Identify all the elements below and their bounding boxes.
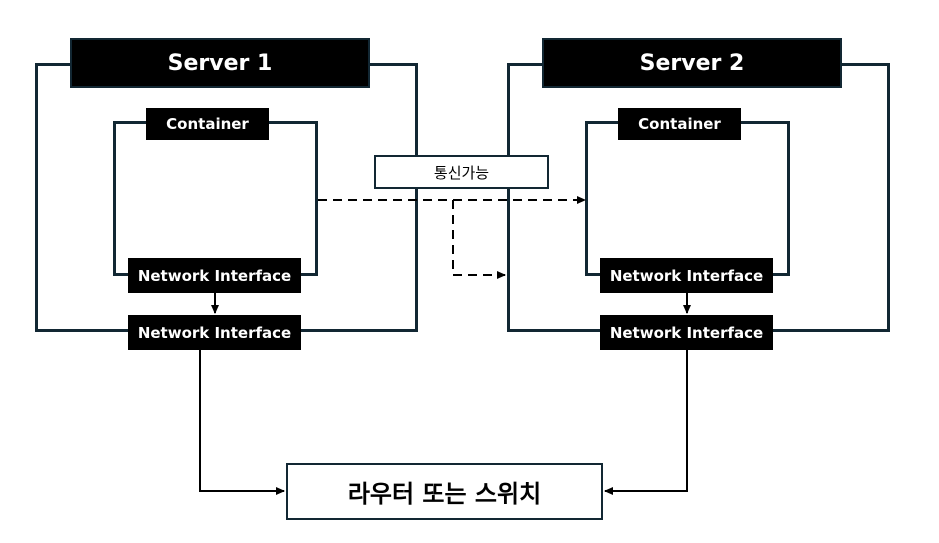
server-2-host-network-interface: Network Interface [600, 315, 773, 350]
server-1-title: Server 1 [70, 38, 370, 88]
server-1-container-network-interface: Network Interface [128, 258, 301, 293]
router-or-switch-box: 라우터 또는 스위치 [286, 463, 603, 520]
server-1-container-label: Container [146, 108, 269, 140]
container-to-server-2-dashed-arrow [452, 200, 506, 279]
server-2-container-network-interface: Network Interface [600, 258, 773, 293]
server-2-to-router-arrow [604, 350, 688, 495]
server-1-to-router-arrow [199, 350, 285, 495]
communication-possible-label: 통신가능 [374, 155, 549, 189]
server-2-title: Server 2 [542, 38, 842, 88]
server-1-host-network-interface: Network Interface [128, 315, 301, 350]
server-2-container-label: Container [618, 108, 741, 140]
